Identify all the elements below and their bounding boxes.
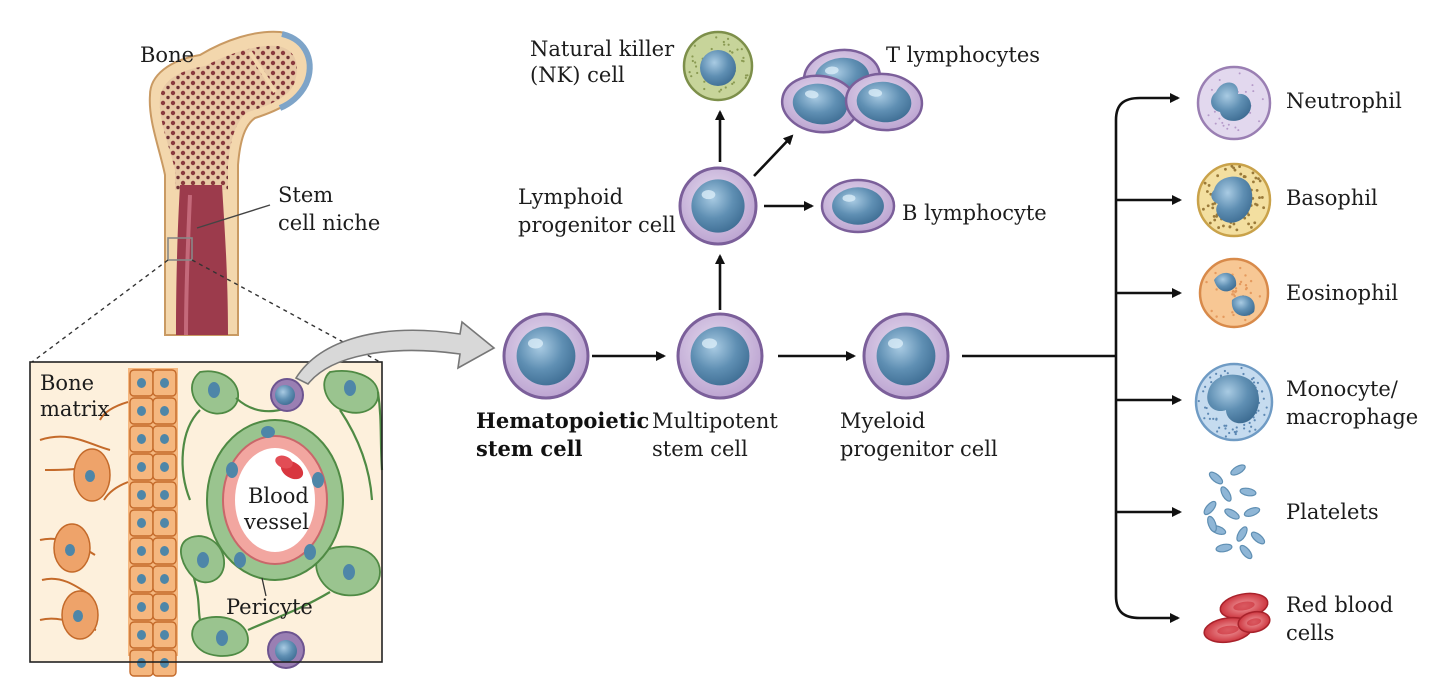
pericyte-label: Pericyte	[226, 595, 313, 619]
nk-cell	[684, 32, 752, 100]
neutrophil-cell	[1198, 67, 1270, 139]
multipotent-label-2: stem cell	[652, 437, 748, 461]
platelets-cluster	[1202, 463, 1266, 561]
nk-label-1: Natural killer	[530, 37, 675, 61]
rbc-label-1: Red blood	[1286, 593, 1393, 617]
eosinophil-cell	[1200, 259, 1268, 327]
stem-niche-label-1: Stem	[278, 183, 333, 207]
lymphoid-label-1: Lymphoid	[518, 185, 623, 209]
eosinophil-label: Eosinophil	[1286, 281, 1398, 305]
bone-label: Bone	[140, 43, 194, 67]
t-lymphocytes-label: T lymphocytes	[886, 43, 1040, 67]
myeloid-cell	[864, 314, 948, 398]
hsc-label-1: Hematopoietic	[476, 408, 649, 433]
rbc-label-2: cells	[1286, 621, 1334, 645]
multipotent-cell	[678, 314, 762, 398]
neutrophil-label: Neutrophil	[1286, 89, 1402, 113]
lymphoid-label-2: progenitor cell	[518, 213, 676, 237]
basophil-cell	[1198, 164, 1270, 236]
osteoblast-cells	[130, 370, 176, 676]
monocyte-cell	[1196, 364, 1272, 440]
bone-matrix-label-2: matrix	[40, 397, 110, 421]
nk-label-2: (NK) cell	[530, 63, 625, 87]
lymphoid-cell	[680, 168, 756, 244]
multipotent-label-1: Multipotent	[652, 409, 778, 433]
monocyte-label-1: Monocyte/	[1286, 377, 1399, 401]
basophil-label: Basophil	[1286, 186, 1378, 210]
red-blood-cells	[1203, 590, 1272, 645]
zoom-line-left	[32, 260, 168, 362]
myeloid-label-1: Myeloid	[840, 409, 925, 433]
hsc-cell	[504, 314, 588, 398]
platelets-label: Platelets	[1286, 500, 1379, 524]
myeloid-label-2: progenitor cell	[840, 437, 998, 461]
bone-matrix-label-1: Bone	[40, 371, 94, 395]
blood-vessel-label-1: Blood	[248, 484, 309, 508]
hsc-label-2: stem cell	[476, 436, 583, 461]
stem-niche-label-2: cell niche	[278, 211, 380, 235]
monocyte-label-2: macrophage	[1286, 405, 1418, 429]
b-lymphocyte-cell	[822, 180, 894, 232]
cells-layer	[504, 32, 1272, 645]
blood-vessel-label-2: vessel	[243, 510, 309, 534]
b-lymphocyte-label: B lymphocyte	[902, 201, 1047, 225]
